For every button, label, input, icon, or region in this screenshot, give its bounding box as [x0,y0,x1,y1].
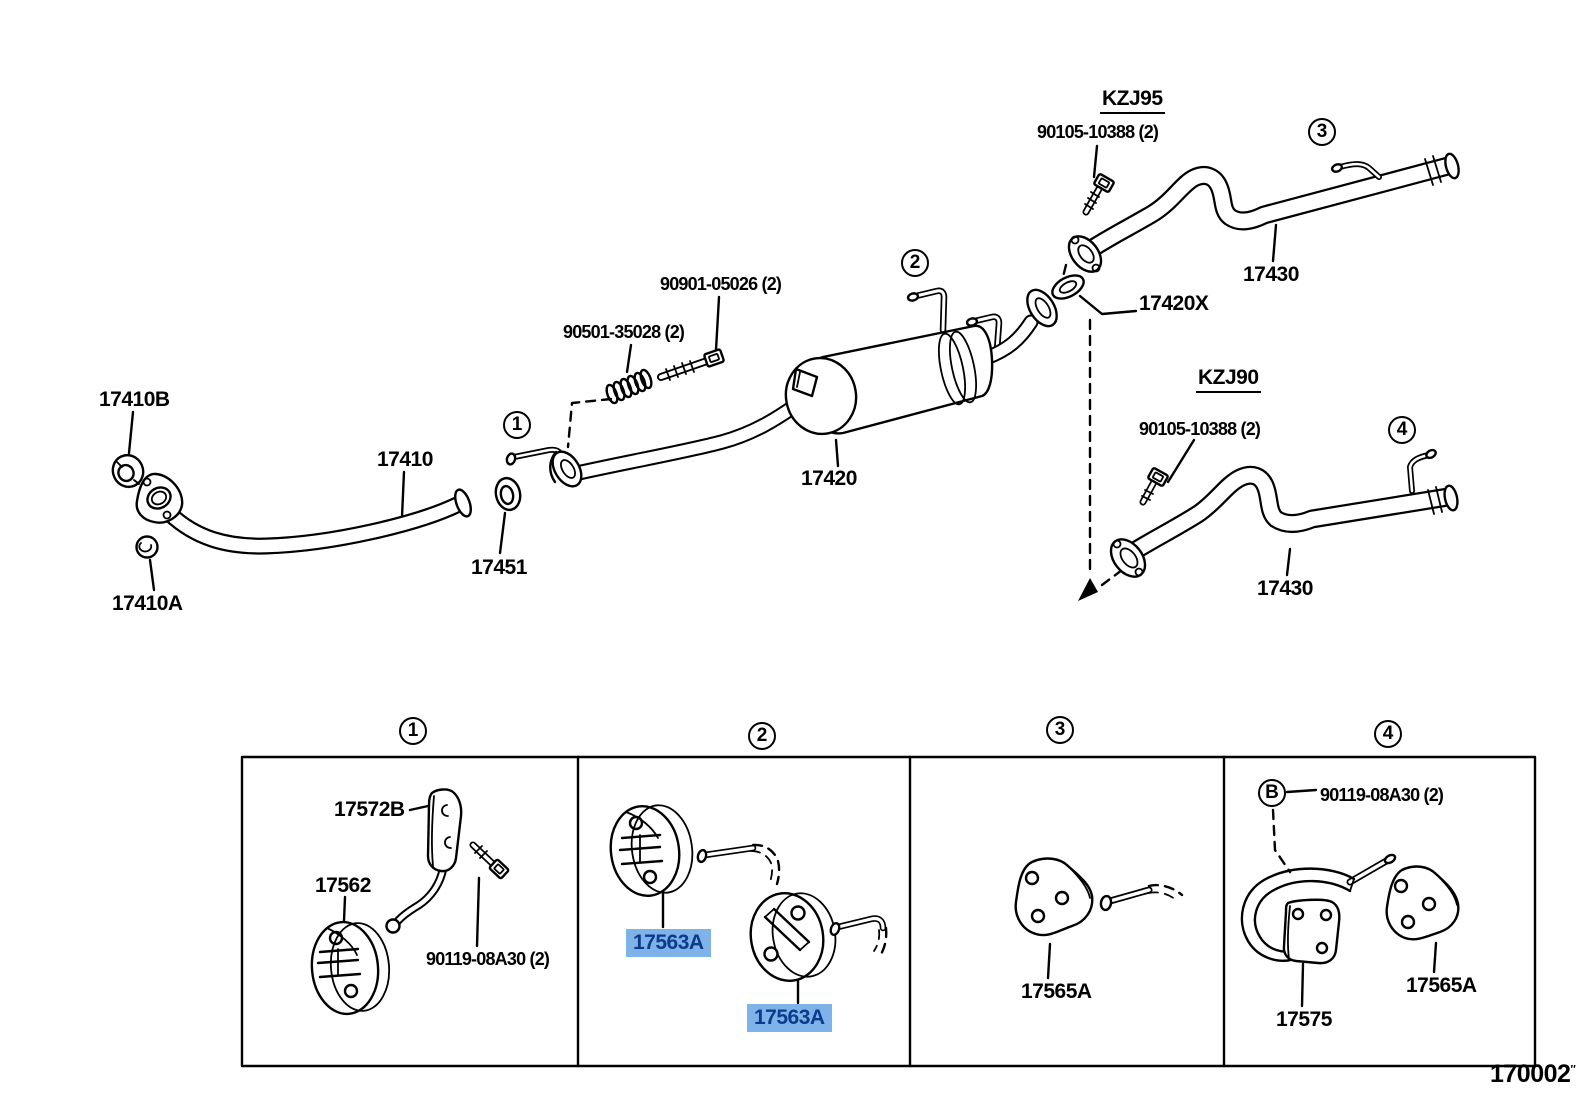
part-label-17575[interactable]: 17575 [1276,1008,1332,1031]
spring-90501-drawing [605,368,653,405]
part-label-17572B[interactable]: 17572B [334,798,405,821]
muffler-drawing [784,274,1085,436]
gasket-17410B [111,453,145,489]
part-label-17430-kzj95[interactable]: 17430 [1243,263,1299,286]
part-label-90901-05026[interactable]: 90901-05026 (2) [660,274,782,294]
part-label-17565A-panel4[interactable]: 17565A [1406,974,1477,997]
panel4-drawing [1240,853,1460,965]
part-label-90105-10388-kzj90[interactable]: 90105-10388 (2) [1139,419,1261,439]
kzj90-bolt [1139,467,1169,506]
leader-lines [127,144,1438,1008]
hanger-17563A-rear [749,892,837,982]
bolt-90119-panel1 [469,841,510,880]
panel1-drawing [310,788,510,1016]
variant-heading-kzj95: KZJ95 [1100,88,1165,114]
callout-b: B [1258,779,1286,807]
callout-3-main: 3 [1308,118,1336,146]
front-pipe-drawing [111,453,522,559]
flow-arrowhead [1078,578,1098,601]
variant-heading-kzj90: KZJ90 [1196,367,1261,393]
hanger-17563A-front [609,804,694,898]
center-pipe-flange [549,450,583,488]
part-label-17562[interactable]: 17562 [315,874,371,897]
figure-number: 170002″ [1490,1062,1576,1087]
hanger-rod-front [696,843,781,886]
figure-number-suffix: ″ [1570,1063,1576,1076]
bracket-17572B [426,788,463,873]
gasket-17451 [494,476,522,512]
part-label-17563A-rear-highlighted[interactable]: 17563A [747,1004,832,1032]
center-pipe-drawing [505,390,814,488]
nut-17410A [135,535,159,559]
plate-17575 [1282,898,1341,965]
part-label-17410A[interactable]: 17410A [112,592,183,615]
part-label-90119-panel4[interactable]: 90119-08A30 (2) [1320,785,1444,805]
panel3-drawing [1014,857,1184,937]
part-label-17565A-panel3[interactable]: 17565A [1021,980,1092,1003]
panel2-drawing [609,804,888,982]
detail-table-borders [240,755,1537,1068]
figure-number-value: 170002 [1490,1060,1571,1088]
part-label-17420[interactable]: 17420 [801,467,857,490]
callout-2-panel: 2 [748,722,776,750]
part-label-90119-panel1[interactable]: 90119-08A30 (2) [426,949,550,969]
part-label-17420X[interactable]: 17420X [1139,292,1209,315]
hanger-rod-panel3 [1099,883,1184,912]
part-label-17563A-front-highlighted[interactable]: 17563A [626,929,711,957]
part-label-17430-kzj90[interactable]: 17430 [1257,577,1313,600]
callout-2-main: 2 [901,249,929,277]
gasket-17420X [1051,274,1085,300]
part-label-90105-10388-kzj95[interactable]: 90105-10388 (2) [1037,122,1159,142]
hanger-17562 [310,920,391,1016]
muffler-outlet-flange [1026,288,1058,328]
callout-1-main: 1 [503,411,531,439]
callout-4-panel: 4 [1374,720,1402,748]
callout-4-main: 4 [1388,416,1416,444]
part-label-17451[interactable]: 17451 [471,556,527,579]
kzj90-tailpipe-drawing [1109,448,1459,578]
callout-3-panel: 3 [1046,716,1074,744]
hanger-rod-rear [829,915,888,958]
bolt-90901-drawing [657,348,725,381]
kzj90-flange [1109,538,1147,578]
hanger-17565A-panel3 [1014,857,1094,937]
kzj95-tailpipe-drawing [1067,152,1460,273]
kzj95-bolt [1082,173,1115,216]
kzj95-flange [1067,235,1103,273]
callout-1-panel: 1 [399,717,427,745]
part-label-17410[interactable]: 17410 [377,448,433,471]
part-label-90501-35028[interactable]: 90501-35028 (2) [563,322,685,342]
part-label-17410B[interactable]: 17410B [99,388,170,411]
